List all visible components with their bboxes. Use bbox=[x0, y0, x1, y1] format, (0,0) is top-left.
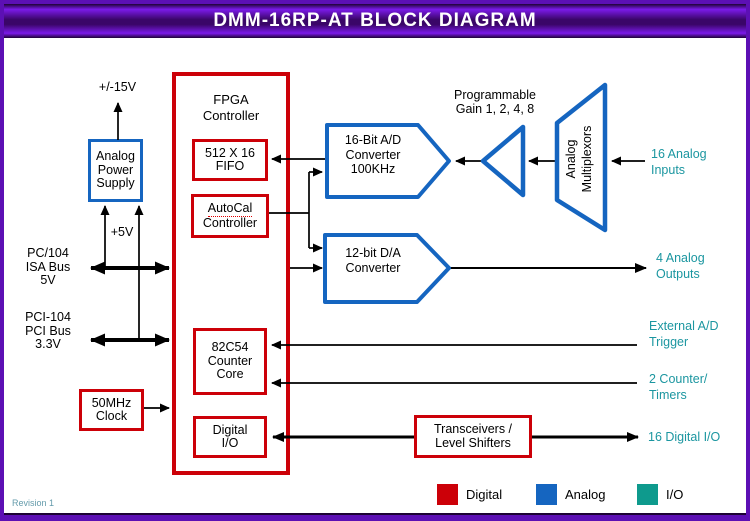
legend-swatch-digital bbox=[437, 484, 458, 505]
legend-label-digital: Digital bbox=[466, 487, 503, 502]
revision-label: Revision 1 bbox=[12, 498, 55, 508]
transceivers-label: Transceivers / Level Shifters bbox=[433, 422, 513, 450]
autocal-label-line1: AutoCal bbox=[207, 201, 253, 217]
mux-label: Analog Multiplexors bbox=[564, 125, 594, 193]
fifo-block: 512 X 16 FIFO bbox=[192, 139, 268, 181]
analog-outputs-label: 4 Analog Outputs bbox=[656, 251, 705, 281]
autocal-controller-block: AutoCal Controller bbox=[191, 194, 269, 238]
arrow-lines bbox=[90, 102, 647, 442]
legend-swatch-io bbox=[637, 484, 658, 505]
rail-p5v-label: +5V bbox=[110, 225, 134, 239]
isa-bus-label: PC/104 ISA Bus 5V bbox=[25, 246, 71, 287]
legend-label-io: I/O bbox=[666, 487, 684, 502]
analog-power-supply-block: Analog Power Supply bbox=[88, 139, 143, 202]
external-trigger-label: External A/D Trigger bbox=[649, 319, 719, 349]
digital-io-block: Digital I/O bbox=[193, 416, 267, 458]
legend-label-analog: Analog bbox=[565, 487, 606, 502]
title-bar: DMM-16RP-AT BLOCK DIAGRAM bbox=[4, 4, 746, 38]
adc-pentagon-shape bbox=[325, 123, 451, 199]
fpga-controller-label: FPGA Controller bbox=[202, 92, 260, 123]
dac-pentagon-shape bbox=[323, 233, 451, 304]
fifo-label: 512 X 16 FIFO bbox=[204, 145, 256, 173]
pci-bus-label: PCI-104 PCI Bus 3.3V bbox=[25, 310, 71, 351]
gain-amplifier-triangle bbox=[480, 124, 526, 198]
diagram-title: DMM-16RP-AT BLOCK DIAGRAM bbox=[213, 10, 537, 31]
clock-block: 50MHz Clock bbox=[79, 389, 144, 431]
adc-label: 16-Bit A/D Converter 100KHz bbox=[344, 133, 402, 176]
rail-pm15v-label: +/-15V bbox=[98, 80, 137, 94]
analog-inputs-label: 16 Analog Inputs bbox=[651, 147, 707, 177]
analog-power-supply-label: Analog Power Supply bbox=[96, 149, 135, 191]
programmable-gain-label: Programmable Gain 1, 2, 4, 8 bbox=[454, 88, 536, 116]
dac-label: 12-bit D/A Converter bbox=[345, 246, 401, 275]
transceivers-block: Transceivers / Level Shifters bbox=[414, 415, 532, 458]
analog-multiplexor-shape bbox=[554, 82, 608, 233]
digital-io-label: Digital I/O bbox=[212, 422, 248, 450]
autocal-label-line2: Controller bbox=[202, 216, 258, 230]
digital-io-16-label: 16 Digital I/O bbox=[648, 430, 721, 444]
clock-label: 50MHz Clock bbox=[91, 395, 132, 423]
counter-core-label: 82C54 Counter Core bbox=[207, 340, 253, 382]
legend-swatch-analog bbox=[536, 484, 557, 505]
counter-timers-label: 2 Counter/ Timers bbox=[649, 372, 708, 402]
counter-core-block: 82C54 Counter Core bbox=[193, 328, 267, 395]
